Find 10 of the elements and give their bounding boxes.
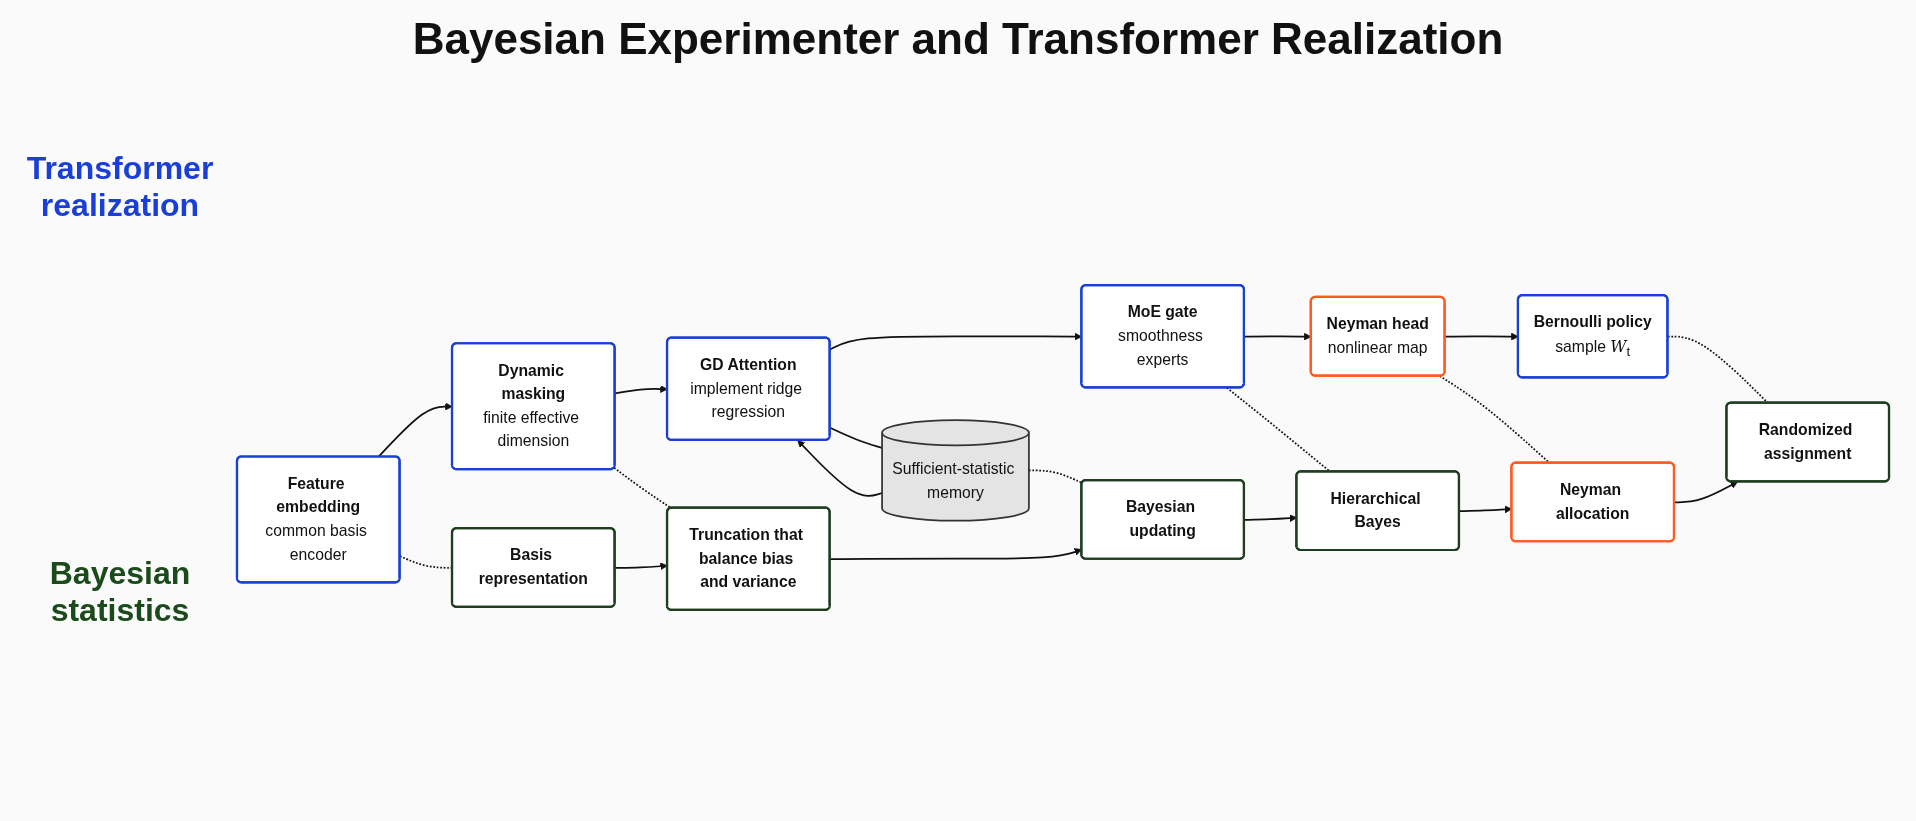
arrow	[797, 439, 883, 497]
connector	[1028, 469, 1084, 484]
connector	[613, 466, 673, 509]
arrow	[1673, 481, 1738, 504]
connector	[829, 426, 883, 449]
row-label: Transformer realization	[26, 150, 214, 223]
arrow	[614, 562, 668, 571]
diagram-title: Bayesian Experimenter and Transformer Realization	[412, 14, 1504, 63]
arrow	[614, 385, 668, 395]
row-label: Bayesian statistics	[49, 555, 191, 628]
